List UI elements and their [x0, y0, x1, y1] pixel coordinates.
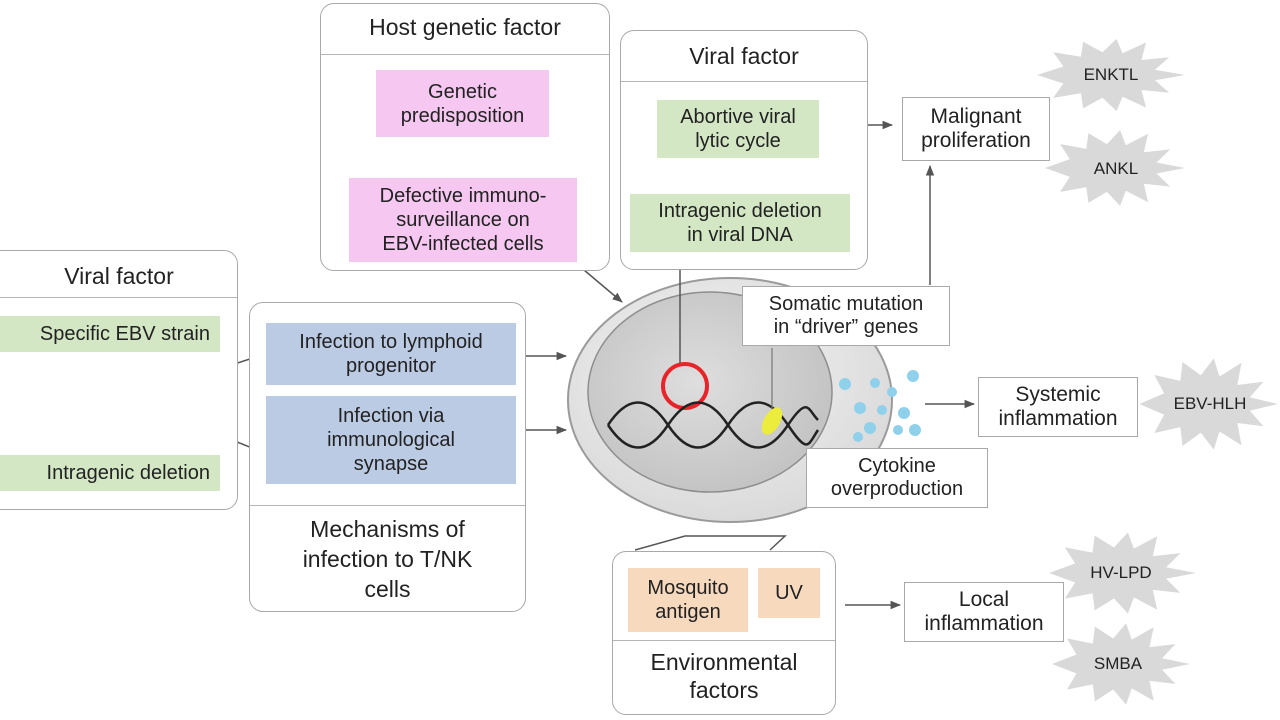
environmental-factors-title: Environmental factors [650, 649, 798, 704]
intragenic-deletion-viral-dna-box: Intragenic deletion in viral DNA [630, 194, 850, 252]
burst-smba [1052, 623, 1190, 705]
mosquito-antigen-box: Mosquito antigen [628, 568, 748, 632]
divider [0, 297, 237, 298]
burst-ankl [1045, 130, 1185, 206]
malignant-proliferation-box: Malignant proliferation [902, 97, 1050, 161]
mutation-marker [761, 407, 783, 435]
genetic-predisposition-box: Genetic predisposition [376, 70, 549, 137]
arrow-host-to-cell [583, 269, 623, 303]
disease-label-enktl: ENKTL [1083, 65, 1139, 84]
burst-ebv-hlh [1139, 358, 1278, 450]
line-environment-to-cell [634, 535, 787, 551]
infection-lymphoid-progenitor-box: Infection to lymphoid progenitor [266, 323, 516, 385]
defective-immunosurveillance-box: Defective immuno- surveillance on EBV-in… [349, 178, 577, 262]
cytokine-overproduction-label: Cytokine overproduction [806, 448, 988, 508]
viral-factor-left-title: Viral factor [64, 263, 174, 289]
disease-label-hv-lpd: HV-LPD [1090, 563, 1152, 582]
disease-label-smba: SMBA [1093, 654, 1143, 673]
somatic-mutation-label: Somatic mutation in “driver” genes [742, 286, 950, 346]
divider [621, 81, 867, 82]
divider [613, 640, 835, 641]
uv-box: UV [758, 568, 820, 618]
dna-strand-b [606, 401, 819, 449]
specific-ebv-strain-box: Specific EBV strain [0, 316, 220, 352]
abortive-viral-lytic-box: Abortive viral lytic cycle [657, 100, 819, 158]
divider [321, 54, 609, 55]
local-inflammation-box: Local inflammation [904, 582, 1064, 642]
burst-hv-lpd [1049, 532, 1196, 614]
mechanisms-title: Mechanisms of infection to T/NK cells [302, 516, 473, 602]
burst-enktl [1037, 38, 1185, 112]
infection-immunological-synapse-box: Infection via immunological synapse [266, 396, 516, 484]
disease-label-ebv-hlh: EBV-HLH [1173, 394, 1247, 413]
viral-factor-top-title: Viral factor [689, 43, 799, 69]
systemic-inflammation-box: Systemic inflammation [978, 377, 1138, 437]
divider [250, 505, 525, 506]
disease-label-ankl: ANKL [1093, 159, 1139, 178]
host-genetic-factor-title: Host genetic factor [369, 14, 561, 40]
intragenic-deletion-box: Intragenic deletion [0, 455, 220, 491]
cytokine-dots [839, 370, 921, 442]
